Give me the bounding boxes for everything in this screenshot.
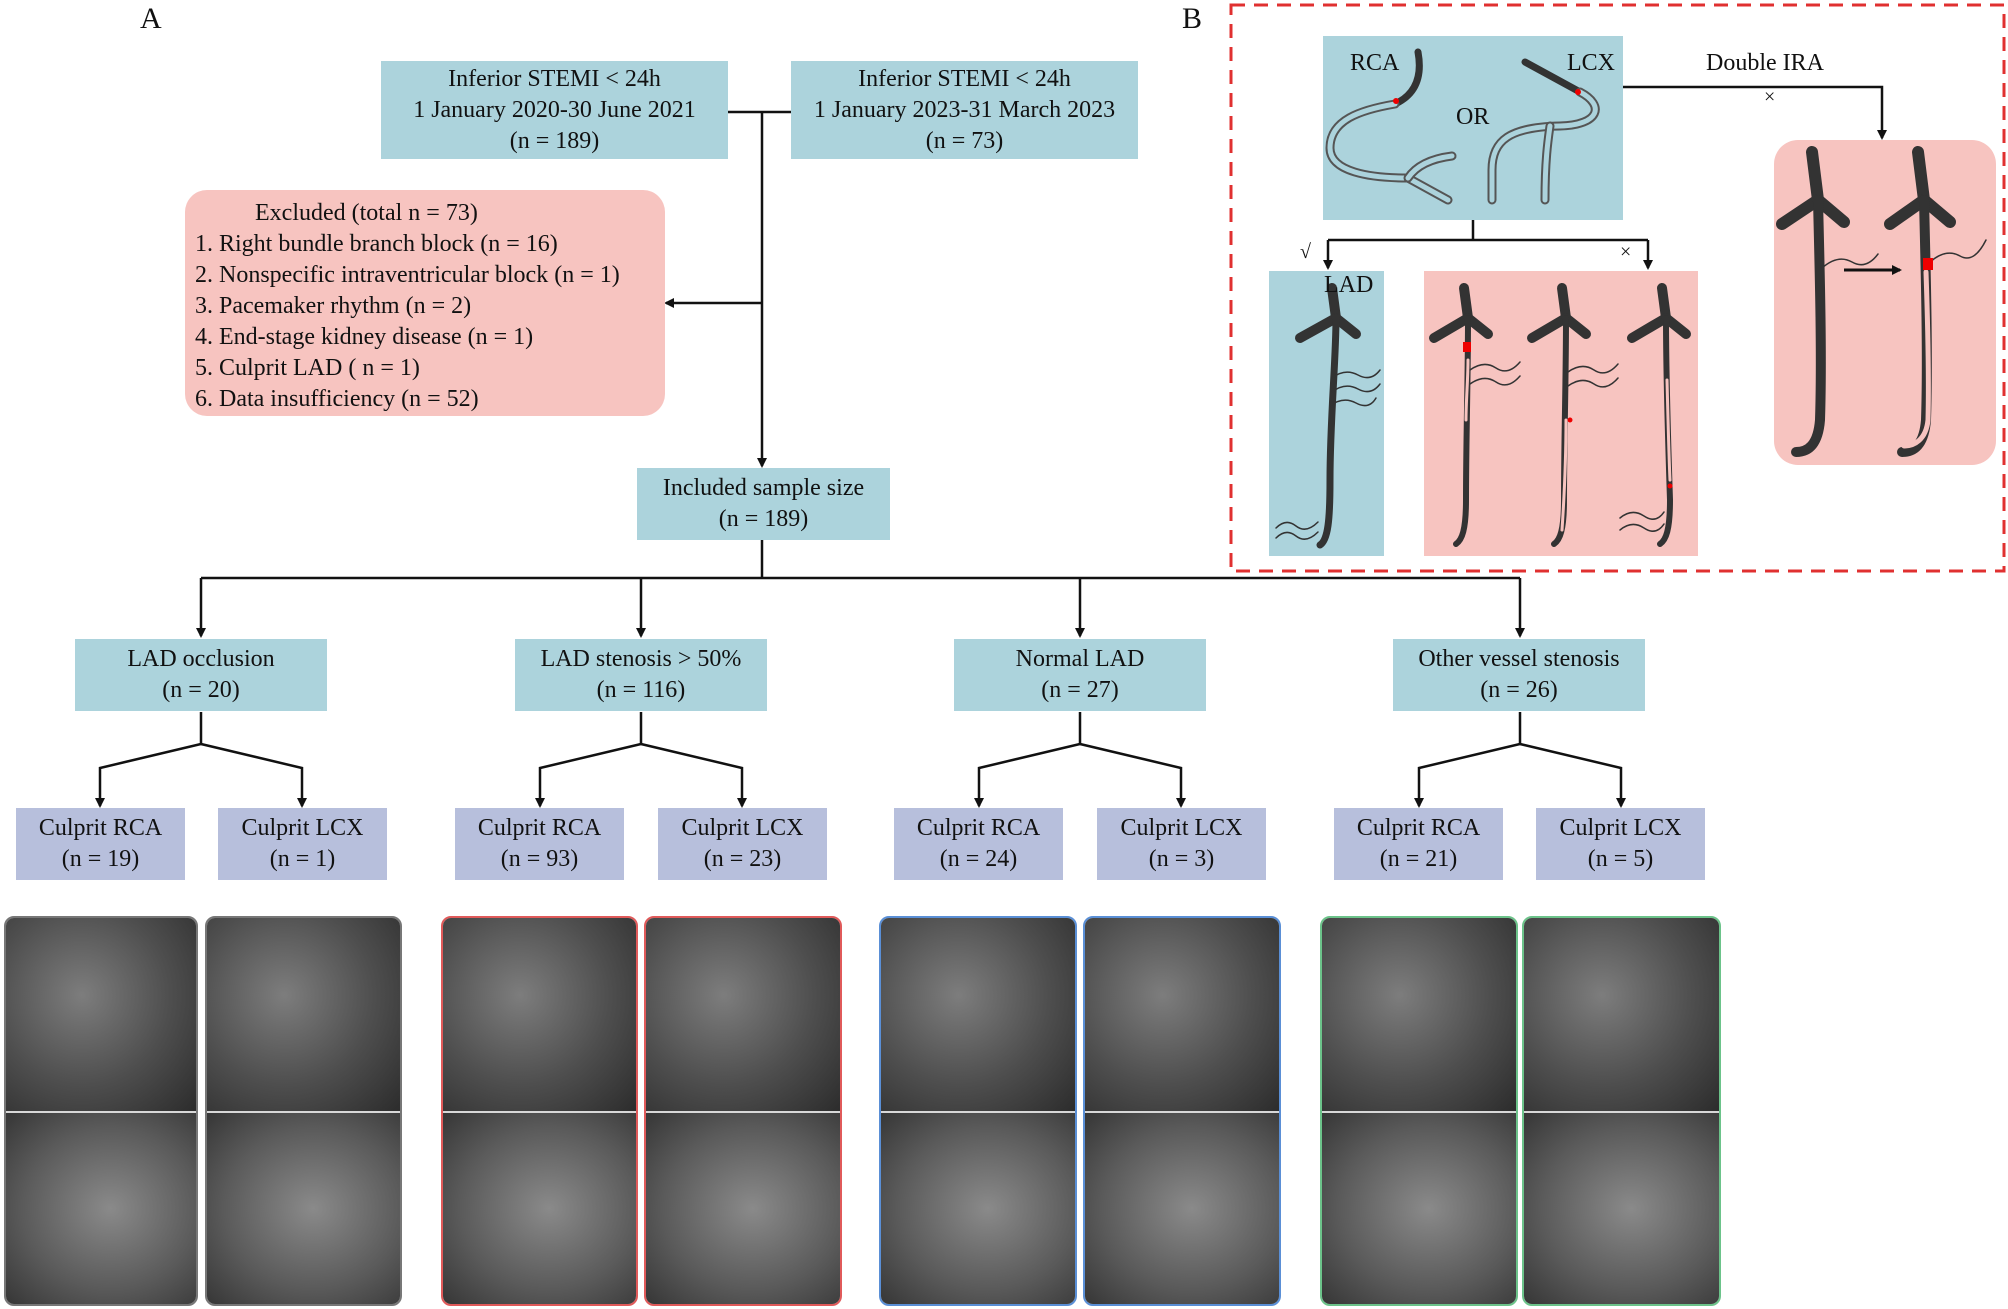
group-box-normal-lad: Normal LAD (n = 27) — [954, 639, 1206, 711]
cohort-box-2020: Inferior STEMI < 24h 1 January 2020-30 J… — [381, 61, 728, 159]
culprit-count: (n = 24) — [939, 846, 1018, 872]
excluded-item: 5. Culprit LAD ( n = 1) — [195, 355, 420, 381]
cross-mark: × — [1620, 241, 1632, 263]
culprit-rca-box: Culprit RCA (n = 24) — [894, 808, 1063, 880]
culprit-rca-box: Culprit RCA (n = 19) — [16, 808, 185, 880]
excluded-item: 1. Right bundle branch block (n = 16) — [195, 231, 558, 257]
culprit-title: Culprit RCA — [916, 815, 1041, 841]
lcx-label: LCX — [1567, 50, 1615, 76]
rca-label: RCA — [1350, 50, 1400, 76]
group-count: (n = 20) — [162, 677, 240, 703]
group-box-lad-stenosis: LAD stenosis > 50% (n = 116) — [515, 639, 767, 711]
group-title: LAD occlusion — [127, 646, 275, 672]
lad-label: LAD — [1324, 272, 1374, 298]
group-title: Other vessel stenosis — [1418, 646, 1620, 672]
cohort-dates: 1 January 2020-30 June 2021 — [413, 96, 696, 123]
cohort-box-2023: Inferior STEMI < 24h 1 January 2023-31 M… — [791, 61, 1138, 159]
excluded-title: Excluded (total n = 73) — [255, 200, 478, 226]
culprit-count: (n = 5) — [1587, 846, 1654, 872]
double-ira-label: Double IRA — [1706, 50, 1824, 76]
culprit-title: Culprit LCX — [1559, 815, 1682, 841]
culprit-rca-box: Culprit RCA (n = 93) — [455, 808, 624, 880]
panel-label-a: A — [140, 2, 162, 35]
angiogram-image — [205, 916, 402, 1306]
included-box: Included sample size (n = 189) — [637, 468, 890, 540]
culprit-count: (n = 19) — [61, 846, 140, 872]
culprit-title: Culprit RCA — [38, 815, 163, 841]
group-count: (n = 27) — [1041, 677, 1119, 703]
culprit-lcx-box: Culprit LCX (n = 1) — [218, 808, 387, 880]
culprit-title: Culprit LCX — [681, 815, 804, 841]
cohort-count: (n = 189) — [509, 127, 600, 154]
culprit-title: Culprit RCA — [477, 815, 602, 841]
culprit-title: Culprit RCA — [1356, 815, 1481, 841]
panel-label-b: B — [1182, 2, 1203, 35]
culprit-title: Culprit LCX — [241, 815, 364, 841]
angiogram-image — [1083, 916, 1281, 1306]
angiogram-image — [441, 916, 638, 1306]
angiogram-image — [4, 916, 198, 1306]
angiogram-image — [644, 916, 842, 1306]
culprit-count: (n = 3) — [1148, 846, 1215, 872]
group-title: LAD stenosis > 50% — [540, 646, 742, 672]
culprit-lcx-box: Culprit LCX (n = 3) — [1097, 808, 1266, 880]
culprit-lcx-box: Culprit LCX (n = 23) — [658, 808, 827, 880]
culprit-title: Culprit LCX — [1120, 815, 1243, 841]
culprit-count: (n = 21) — [1379, 846, 1458, 872]
group-title: Normal LAD — [1015, 646, 1145, 672]
cohort-title: Inferior STEMI < 24h — [448, 65, 661, 92]
excluded-item: 3. Pacemaker rhythm (n = 2) — [195, 293, 472, 319]
included-title: Included sample size — [662, 475, 865, 501]
angiogram-image — [1522, 916, 1721, 1306]
or-label: OR — [1456, 104, 1490, 130]
group-box-lad-occlusion: LAD occlusion (n = 20) — [75, 639, 327, 711]
culprit-rca-box: Culprit RCA (n = 21) — [1334, 808, 1503, 880]
cohort-title: Inferior STEMI < 24h — [858, 65, 1071, 92]
excluded-box: Excluded (total n = 73) 1. Right bundle … — [185, 190, 665, 416]
cohort-dates: 1 January 2023-31 March 2023 — [813, 96, 1116, 123]
cohort-count: (n = 73) — [925, 127, 1004, 154]
angiogram-image — [879, 916, 1077, 1306]
culprit-count: (n = 1) — [269, 846, 336, 872]
cross-mark: × — [1764, 86, 1776, 108]
check-mark: √ — [1300, 241, 1311, 263]
culprit-count: (n = 23) — [703, 846, 782, 872]
excluded-item: 6. Data insufficiency (n = 52) — [195, 386, 479, 412]
included-count: (n = 189) — [718, 506, 809, 532]
culprit-count: (n = 93) — [500, 846, 579, 872]
group-count: (n = 26) — [1480, 677, 1558, 703]
group-box-other-stenosis: Other vessel stenosis (n = 26) — [1393, 639, 1645, 711]
culprit-lcx-box: Culprit LCX (n = 5) — [1536, 808, 1705, 880]
excluded-item: 4. End-stage kidney disease (n = 1) — [195, 324, 534, 350]
group-count: (n = 116) — [596, 677, 686, 703]
angiogram-image — [1320, 916, 1518, 1306]
excluded-item: 2. Nonspecific intraventricular block (n… — [195, 262, 620, 288]
